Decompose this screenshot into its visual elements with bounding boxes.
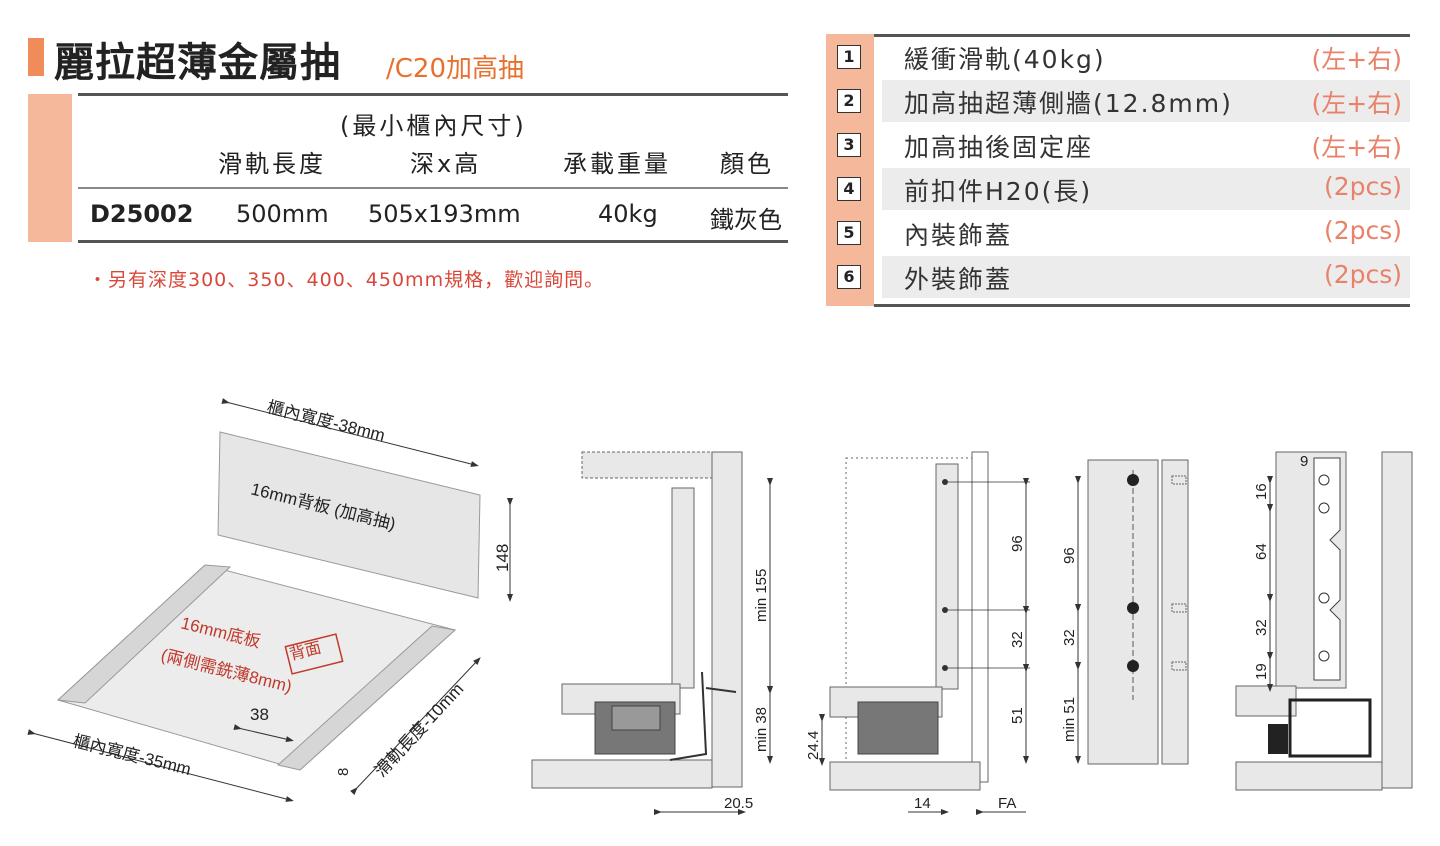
part-num-5: 5 <box>837 221 861 245</box>
part-num-4: 4 <box>837 177 861 201</box>
part-row-5: 內裝飾蓋 (2pcs) <box>882 212 1410 254</box>
col-color: 顏色 <box>720 150 774 178</box>
bottom-panel-iso: 16mm底板 背面 (兩側需銑薄8mm) 38 櫃內寬度-35mm 滑軌長度-1… <box>27 564 481 802</box>
dim-24-4-label: 24.4 <box>805 731 822 760</box>
back-width-label: 櫃內寬度-38mm <box>265 397 387 445</box>
part-qty: (2pcs) <box>1323 172 1402 201</box>
parts-top-rule <box>874 34 1410 37</box>
dim-38-label: 38 <box>250 705 269 724</box>
part-name: 前扣件H20(長) <box>904 177 1093 206</box>
min-cabinet-label: (最小櫃內尺寸) <box>340 112 527 140</box>
back-height-label: 148 <box>493 544 512 572</box>
part-row-6: 外裝飾蓋 (2pcs) <box>882 256 1410 298</box>
section-view-side: 96 32 51 24.4 14 FA <box>805 451 1030 815</box>
dim-96b-label: 96 <box>1061 547 1078 564</box>
dim-32b-label: 32 <box>1061 629 1078 646</box>
min38-label: min 38 <box>753 707 770 752</box>
load-value: 40kg <box>598 200 658 228</box>
rail-length-label: 滑軌長度-10mm <box>371 679 467 780</box>
title-accent-bar <box>28 38 44 76</box>
dim-9-label: 9 <box>1300 453 1308 470</box>
part-qty: (左+右) <box>1311 45 1402 74</box>
min155-label: min 155 <box>753 569 770 622</box>
hole-pattern-view: 96 32 min 51 <box>1061 459 1189 765</box>
dim-64-label: 64 <box>1253 543 1270 560</box>
part-name: 緩衝滑軌(40kg) <box>904 45 1106 74</box>
color-value: 鐵灰色 <box>710 206 782 234</box>
bottom-width-label: 櫃內寬度-35mm <box>71 731 193 779</box>
page-subtitle: /C20加高抽 <box>386 54 524 84</box>
dim-fa-label: FA <box>998 795 1016 812</box>
part-name: 加高抽超薄側牆(12.8mm) <box>904 89 1233 118</box>
spec-mid-rule <box>78 187 788 189</box>
part-qty: (2pcs) <box>1323 260 1402 289</box>
technical-drawings: 櫃內寬度-38mm 16mm背板 (加高抽) 148 16mm底板 背面 (兩側… <box>27 397 1413 815</box>
dim-14-label: 14 <box>914 795 931 812</box>
part-qty: (2pcs) <box>1323 216 1402 245</box>
spec-note: ・另有深度300、350、400、450mm規格，歡迎詢問。 <box>88 269 605 291</box>
part-num-1: 1 <box>837 45 861 69</box>
rail-length-value: 500mm <box>236 200 329 228</box>
part-row-4: 前扣件H20(長) (2pcs) <box>882 168 1410 210</box>
dim-19-label: 19 <box>1253 663 1270 680</box>
col-load: 承載重量 <box>563 150 671 178</box>
part-qty: (左+右) <box>1311 133 1402 162</box>
parts-side-bar <box>826 34 874 306</box>
dim-96-label: 96 <box>1009 535 1026 552</box>
spec-bottom-rule <box>78 240 788 243</box>
part-name: 外裝飾蓋 <box>904 265 1013 294</box>
depth-height-value: 505x193mm <box>368 200 521 228</box>
part-qty: (左+右) <box>1311 89 1402 118</box>
part-name: 加高抽後固定座 <box>904 133 1094 162</box>
part-row-3: 加高抽後固定座 (左+右) <box>882 124 1410 166</box>
part-row-2: 加高抽超薄側牆(12.8mm) (左+右) <box>882 80 1410 122</box>
col-rail-length: 滑軌長度 <box>218 150 326 178</box>
dim-20-5-label: 20.5 <box>724 795 753 812</box>
side-wall-view: 9 16 64 32 19 <box>1235 451 1413 791</box>
part-name: 內裝飾蓋 <box>904 221 1013 250</box>
part-num-3: 3 <box>837 133 861 157</box>
col-depth-height: 深x高 <box>410 150 482 178</box>
dim-16-label: 16 <box>1253 483 1270 500</box>
part-num-6: 6 <box>837 265 861 289</box>
section-view-front: min 155 min 38 20.5 <box>531 451 773 815</box>
model-code: D25002 <box>90 200 194 228</box>
page-title: 麗拉超薄金屬抽 <box>54 40 341 86</box>
part-num-2: 2 <box>837 89 861 113</box>
dim-32c-label: 32 <box>1253 619 1270 636</box>
part-row-1: 緩衝滑軌(40kg) (左+右) <box>882 36 1410 78</box>
back-panel-iso: 櫃內寬度-38mm 16mm背板 (加高抽) 148 <box>217 397 513 602</box>
dim-8-label: 8 <box>335 768 352 776</box>
spec-side-bar <box>28 94 72 242</box>
min51-label: min 51 <box>1061 697 1078 742</box>
parts-bottom-rule <box>874 304 1410 307</box>
dim-32-label: 32 <box>1009 631 1026 648</box>
dim-51-label: 51 <box>1009 707 1026 724</box>
spec-top-rule <box>78 93 788 96</box>
